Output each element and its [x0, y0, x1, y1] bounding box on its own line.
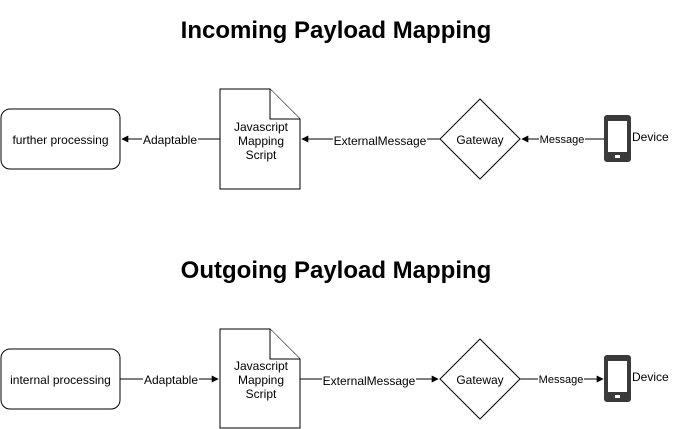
incoming-script-line-3: Script: [246, 148, 277, 162]
outgoing-script-line-1: Javascript: [234, 359, 289, 373]
edge-label-externalmessage: ExternalMessage: [334, 134, 427, 148]
outgoing-gateway-label: Gateway: [456, 373, 503, 387]
edge-script-to-further: Adaptable: [121, 132, 220, 147]
edge-device-to-gateway: Message: [521, 132, 604, 146]
internal-processing-label: internal processing: [10, 373, 111, 387]
outgoing-device-label: Device: [632, 370, 669, 384]
incoming-script-node[interactable]: Javascript Mapping Script: [219, 88, 301, 190]
edge-label-message: Message: [540, 134, 585, 146]
mobile-phone-icon: [604, 355, 631, 402]
incoming-gateway-label: Gateway: [456, 133, 503, 147]
edge-label-adaptable: Adaptable: [143, 133, 197, 147]
mobile-phone-icon: [604, 115, 631, 162]
outgoing-script-line-3: Script: [246, 387, 277, 401]
incoming-script-line-1: Javascript: [234, 120, 289, 134]
outgoing-title: Outgoing Payload Mapping: [181, 257, 492, 284]
outgoing-script-node[interactable]: Javascript Mapping Script: [219, 328, 301, 429]
incoming-title: Incoming Payload Mapping: [181, 17, 492, 44]
edge-label-externalmessage-out: ExternalMessage: [323, 374, 416, 388]
edge-script-to-gateway: ExternalMessage: [300, 372, 439, 388]
edge-label-message-out: Message: [539, 374, 584, 386]
edge-gateway-to-device: Message: [520, 372, 604, 386]
edge-label-adaptable-out: Adaptable: [144, 373, 198, 387]
outgoing-gateway-node[interactable]: Gateway: [439, 338, 521, 420]
incoming-gateway-node[interactable]: Gateway: [439, 98, 521, 180]
edge-internal-to-script: Adaptable: [120, 372, 219, 387]
further-processing-node[interactable]: further processing: [0, 108, 121, 170]
edge-gateway-to-script: ExternalMessage: [301, 132, 440, 148]
incoming-device-label: Device: [632, 130, 669, 144]
incoming-script-line-2: Mapping: [238, 134, 284, 148]
outgoing-script-line-2: Mapping: [238, 373, 284, 387]
further-processing-label: further processing: [12, 133, 108, 147]
internal-processing-node[interactable]: internal processing: [0, 348, 121, 410]
